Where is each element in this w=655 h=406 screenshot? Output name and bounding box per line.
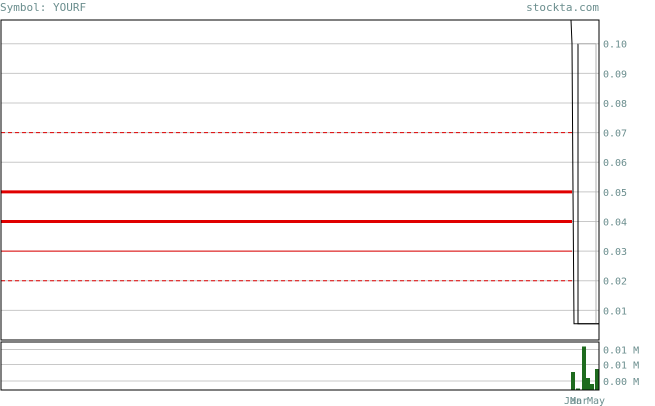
support-resistance-lines	[1, 132, 572, 282]
price-series-line	[570, 19, 599, 325]
site-label[interactable]: stockta.com	[526, 1, 599, 14]
price-frame-rect	[0, 19, 600, 341]
symbol-label: Symbol: YOURF	[0, 1, 86, 14]
volume-frame-rect	[0, 341, 600, 391]
x-axis-label: May	[587, 396, 605, 406]
price-tick-label: 0.09	[603, 69, 627, 80]
volume-tick-label: 0.01 M	[603, 361, 639, 372]
volume-bar	[582, 346, 586, 390]
price-axis-ticks: 0.01 0.02 0.03 0.04 0.05 0.06 0.07 0.08 0.09 0.10	[603, 40, 627, 318]
price-tick-label: 0.07	[603, 129, 627, 140]
price-tick-label: 0.08	[603, 99, 627, 110]
volume-bars	[571, 346, 599, 390]
price-band	[577, 43, 599, 325]
price-panel-frame	[0, 19, 600, 341]
volume-bar	[571, 372, 575, 390]
volume-bar	[576, 388, 580, 390]
volume-bar	[590, 384, 594, 390]
price-tick-label: 0.06	[603, 158, 627, 169]
volume-panel-frame	[0, 341, 600, 391]
volume-tick-label: 0.00 M	[603, 377, 639, 388]
price-tick-label: 0.01	[603, 306, 627, 317]
price-tick-label: 0.10	[603, 40, 627, 51]
price-tick-label: 0.02	[603, 277, 627, 288]
x-axis-label: Jan	[564, 396, 582, 406]
price-tick-label: 0.05	[603, 188, 627, 199]
x-axis-label: Mar	[570, 396, 588, 406]
price-tick-label: 0.04	[603, 217, 627, 228]
volume-grid	[1, 349, 599, 382]
price-tick-label: 0.03	[603, 247, 627, 258]
volume-axis-ticks: 0.00 M 0.01 M 0.01 M	[603, 346, 639, 389]
volume-bar	[595, 369, 599, 390]
price-series	[570, 19, 599, 325]
volume-tick-label: 0.01 M	[603, 346, 639, 357]
price-grid	[1, 43, 599, 311]
volume-bar	[586, 378, 590, 390]
